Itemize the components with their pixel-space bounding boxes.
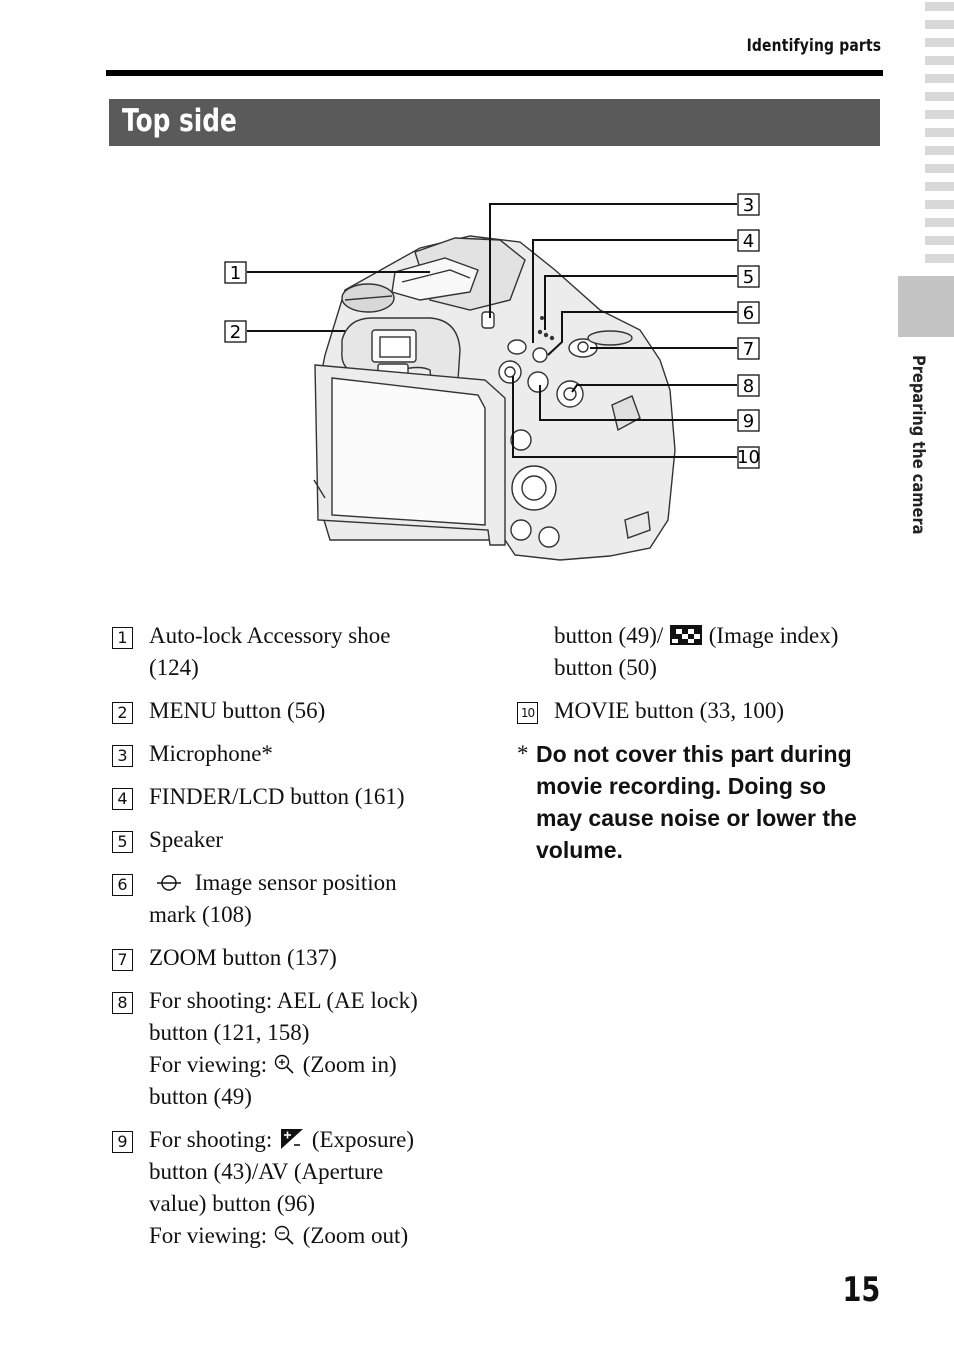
leader-lines <box>247 203 737 458</box>
zoom-in-icon <box>274 1054 294 1074</box>
callout-4: 4 <box>737 229 760 252</box>
section-band: Top side <box>109 99 880 146</box>
svg-text:8: 8 <box>743 376 754 397</box>
list-item-5: 5 Speaker <box>112 824 472 856</box>
zoom-out-icon <box>274 1225 294 1245</box>
callout-3: 3 <box>737 193 760 216</box>
list-item-6: 6 Image sensor position mark (108) <box>112 867 472 931</box>
callout-1: 1 <box>224 261 247 284</box>
page-number: 15 <box>842 1270 880 1310</box>
list-item-2: 2 MENU button (56) <box>112 695 472 727</box>
parts-list-right: button (49)/ (Image index) button (50) 1… <box>517 620 877 866</box>
list-item-1: 1 Auto-lock Accessory shoe (124) <box>112 620 472 684</box>
svg-text:1: 1 <box>230 263 241 284</box>
callout-10: 10 <box>737 446 760 469</box>
camera-illustration <box>313 235 676 561</box>
callout-6: 6 <box>737 301 760 324</box>
svg-text:9: 9 <box>743 411 754 432</box>
callout-7: 7 <box>737 337 760 360</box>
svg-text:3: 3 <box>743 195 754 216</box>
chapter-tab <box>898 276 954 337</box>
list-item-9: 9 For shooting: (Exposure) button (43)/A… <box>112 1124 472 1252</box>
parts-list-left: 1 Auto-lock Accessory shoe (124) 2 MENU … <box>112 620 472 1263</box>
callout-8: 8 <box>737 374 760 397</box>
callout-9: 9 <box>737 409 760 432</box>
image-index-icon <box>670 625 702 645</box>
list-item-4: 4 FINDER/LCD button (161) <box>112 781 472 813</box>
exposure-icon <box>281 1129 304 1149</box>
callout-5: 5 <box>737 265 760 288</box>
svg-text:2: 2 <box>230 322 241 343</box>
svg-text:6: 6 <box>743 303 754 324</box>
svg-text:7: 7 <box>743 339 754 360</box>
chapter-label: Preparing the camera <box>908 355 928 535</box>
camera-top-diagram: 1 2 3 4 5 6 7 8 9 10 <box>224 193 760 561</box>
list-item-7: 7 ZOOM button (137) <box>112 942 472 974</box>
footnote: * Do not cover this part during movie re… <box>517 741 857 863</box>
list-item-9-continued: button (49)/ (Image index) button (50) <box>554 623 839 680</box>
section-title: Top side <box>122 103 237 139</box>
svg-text:4: 4 <box>743 231 754 252</box>
list-item-10: 10 MOVIE button (33, 100) <box>517 695 877 727</box>
running-header: Identifying parts <box>746 36 881 56</box>
list-item-8: 8 For shooting: AEL (AE lock) button (12… <box>112 985 472 1113</box>
header-rule <box>106 70 883 76</box>
svg-text:10: 10 <box>737 447 760 468</box>
callout-2: 2 <box>224 320 247 343</box>
svg-text:5: 5 <box>743 267 754 288</box>
side-tab-stripes <box>925 0 954 270</box>
image-sensor-mark-icon <box>157 875 181 891</box>
list-item-3: 3 Microphone* <box>112 738 472 770</box>
